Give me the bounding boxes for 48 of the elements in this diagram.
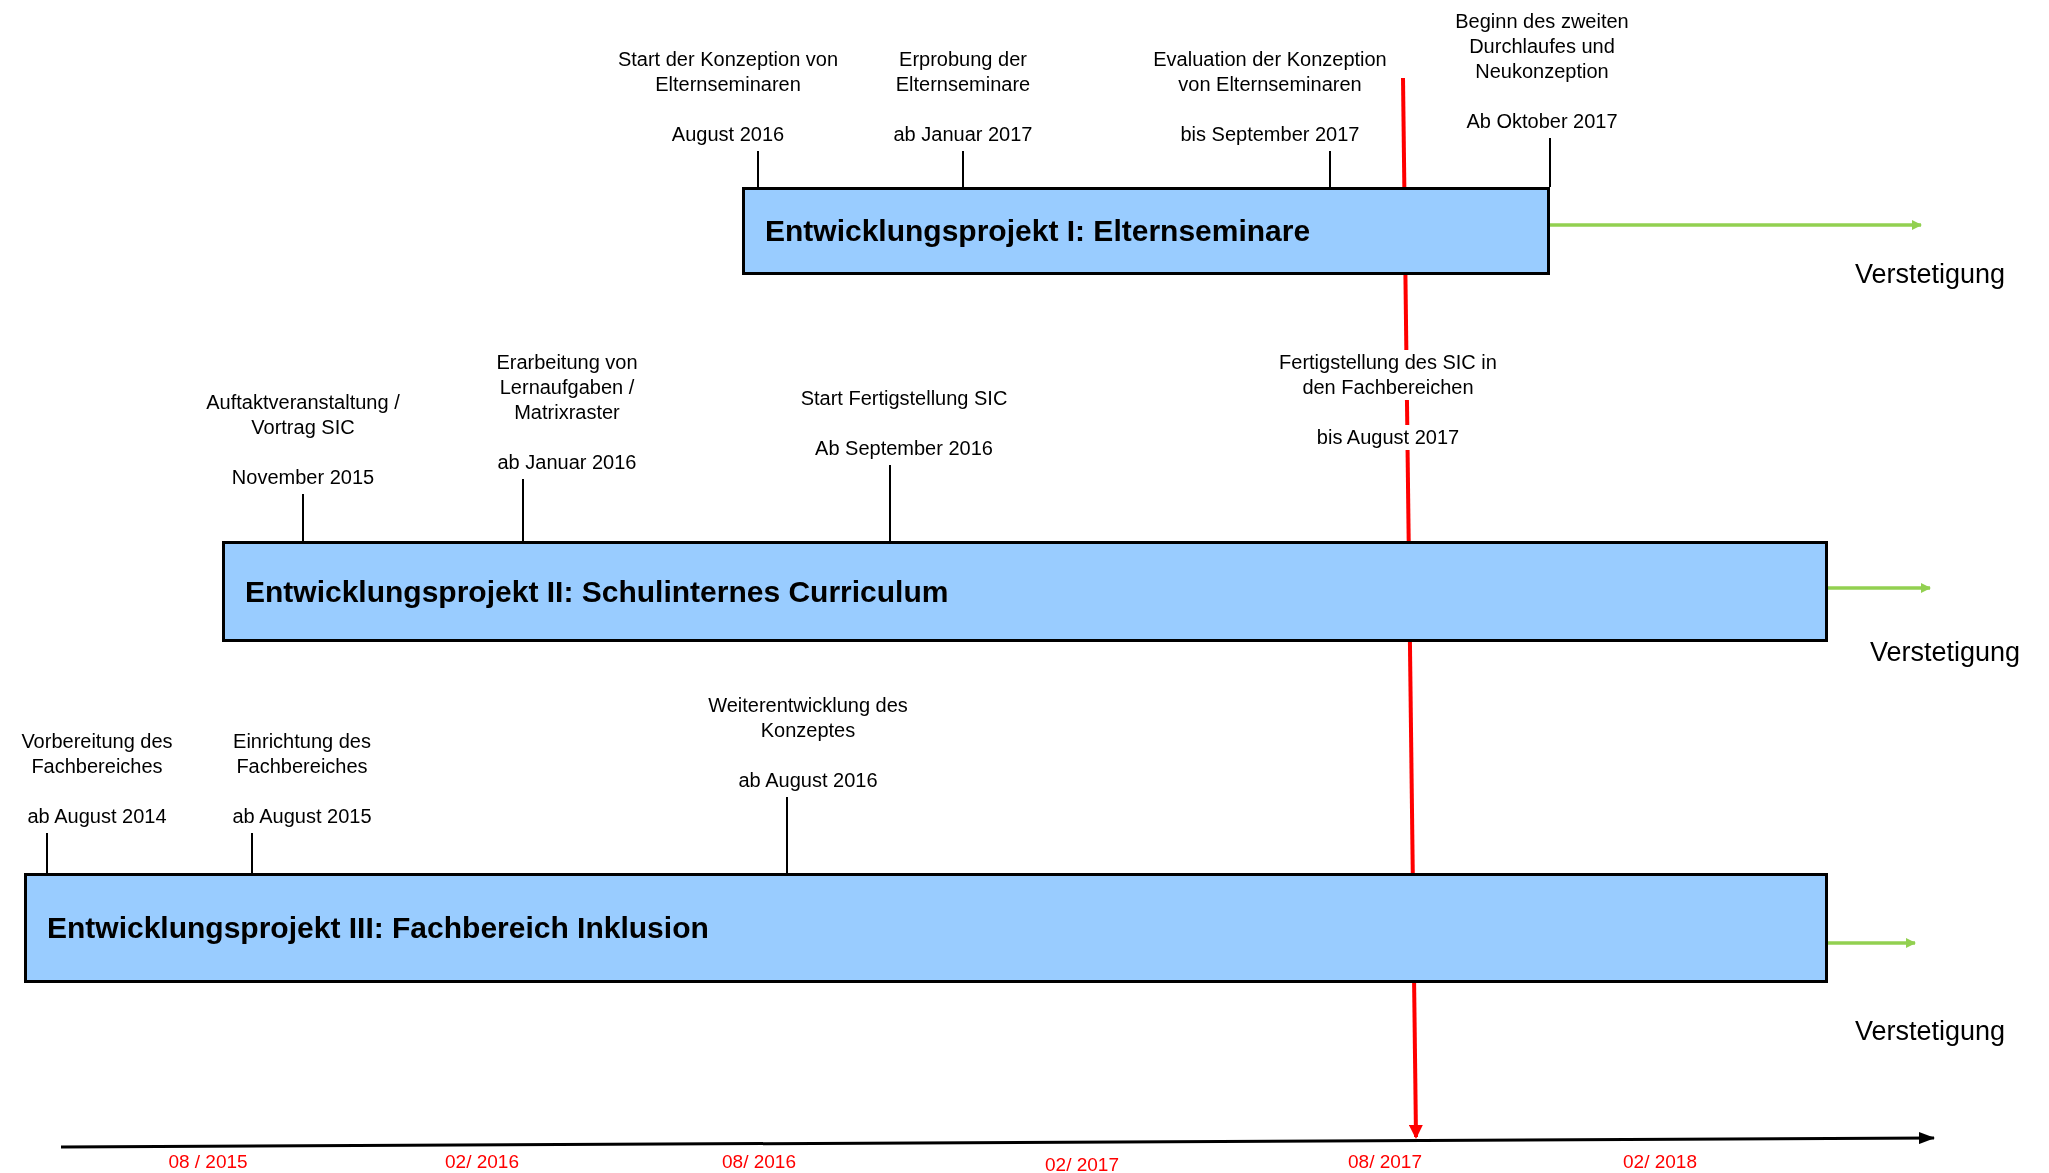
milestone-text: Evaluation der Konzeption von Elternseminaren: [1152, 47, 1388, 97]
leader-line: [962, 150, 964, 188]
leader-line: [889, 464, 891, 542]
milestone-date: ab August 2015: [231, 804, 373, 829]
milestone-date: ab Januar 2016: [496, 450, 638, 475]
milestone-date: ab August 2016: [737, 768, 879, 793]
milestone-date: November 2015: [230, 465, 376, 490]
project-bar: [24, 873, 1828, 983]
axis-date-label: 02/ 2016: [445, 1151, 519, 1173]
continuation-label: Verstetigung: [1854, 258, 2006, 290]
milestone-text: Erprobung der Elternseminare: [894, 47, 1032, 97]
axis-date-label: 08/ 2017: [1348, 1151, 1422, 1173]
milestone-text: Start Fertigstellung SIC: [799, 386, 1009, 411]
leader-line: [251, 832, 253, 874]
milestone-text: Beginn des zweiten Durchlaufes und Neukonzeption: [1454, 9, 1630, 84]
project-bar: [222, 541, 1828, 642]
leader-line: [46, 832, 48, 874]
leader-line: [1329, 150, 1331, 188]
milestone-date: ab August 2014: [26, 804, 168, 829]
axis-date-label: 02/ 2017: [1045, 1154, 1119, 1173]
arrow: [1550, 220, 1922, 230]
milestone-text: Einrichtung des Fachbereiches: [232, 729, 372, 779]
arrow: [1828, 583, 1931, 593]
milestone-text: Start der Konzeption von Elternseminaren: [616, 47, 840, 97]
milestone-text: Auftaktveranstaltung / Vortrag SIC: [205, 390, 401, 440]
leader-line: [757, 150, 759, 188]
axis-date-label: 08/ 2016: [722, 1151, 796, 1173]
milestone-date: Ab September 2016: [814, 436, 994, 461]
leader-line: [522, 478, 524, 542]
project-title: Entwicklungsprojekt I: Elternseminare: [765, 214, 1311, 248]
milestone-date: August 2016: [670, 122, 786, 147]
milestone-text: Weiterentwicklung des Konzeptes: [707, 693, 909, 743]
arrow: [1828, 938, 1916, 948]
milestone-date: bis September 2017: [1179, 122, 1361, 147]
leader-line: [1549, 137, 1551, 188]
milestone-date: Ab Oktober 2017: [1465, 109, 1619, 134]
continuation-label: Verstetigung: [1869, 636, 2021, 668]
milestone-text: Vorbereitung des Fachbereiches: [20, 729, 174, 779]
leader-line: [302, 493, 304, 542]
milestone-date: ab Januar 2017: [892, 122, 1034, 147]
milestone-text: Erarbeitung von Lernaufgaben / Matrixraster: [495, 350, 639, 425]
continuation-label: Verstetigung: [1854, 1015, 2006, 1047]
axis-date-label: 08 / 2015: [168, 1151, 248, 1173]
axis-date-label: 02/ 2018: [1623, 1151, 1697, 1173]
project-bar: [742, 187, 1550, 275]
project-title: Entwicklungsprojekt III: Fachbereich Inklusion: [47, 911, 709, 945]
leader-line: [786, 796, 788, 874]
project-title: Entwicklungsprojekt II: Schulinternes Curriculum: [245, 574, 949, 609]
